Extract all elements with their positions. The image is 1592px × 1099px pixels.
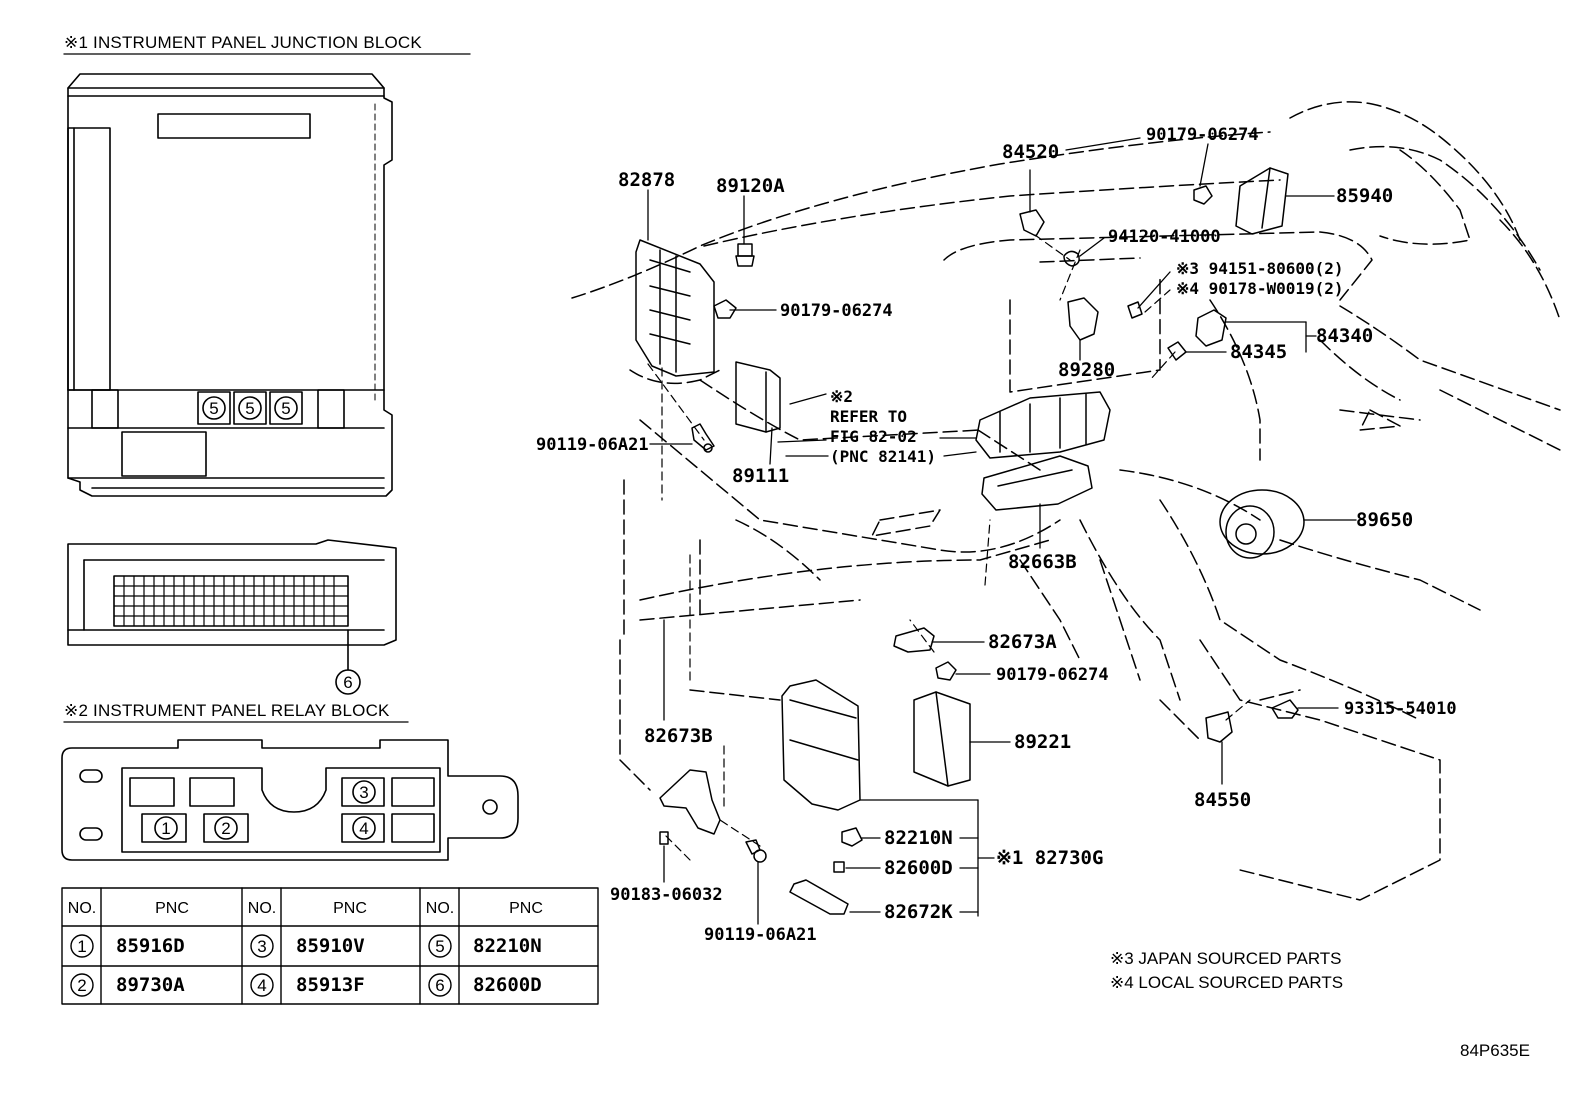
table-header-pnc-c: PNC: [509, 900, 543, 917]
label-89221: 89221: [1014, 731, 1071, 753]
label-94120-41000: 94120-41000: [1108, 227, 1221, 247]
table-cell-no: 3: [257, 937, 266, 956]
label-89650: 89650: [1356, 509, 1413, 531]
ref-line-2: FIG 82-02: [830, 427, 917, 446]
label-82878: 82878: [618, 169, 675, 191]
table-header-pnc-b: PNC: [333, 900, 367, 917]
label-82673b: 82673B: [644, 725, 713, 747]
junction-block-connector: [67, 539, 397, 695]
label-82672k: 82672K: [884, 901, 953, 923]
junction-block-drawing: [67, 73, 393, 497]
guide-lines: [647, 234, 1251, 861]
label-90178-w0019: ※4 90178-W0019(2): [1176, 279, 1344, 298]
label-90183-06032: 90183-06032: [610, 885, 723, 905]
footnotes: ※3 JAPAN SOURCED PARTS ※4 LOCAL SOURCED …: [1110, 949, 1530, 1060]
badge-6: 6: [343, 673, 352, 692]
pnc-table-grid: [61, 887, 599, 1005]
ref-line-1: REFER TO: [830, 407, 907, 426]
junction-block-heading: ※1 INSTRUMENT PANEL JUNCTION BLOCK: [63, 33, 471, 55]
label-89120a: 89120A: [716, 175, 785, 197]
relay-block-title: ※2 INSTRUMENT PANEL RELAY BLOCK: [64, 701, 390, 720]
table-cell-no: 1: [77, 937, 86, 956]
label-94151-80600: ※3 94151-80600(2): [1176, 259, 1344, 278]
leader-lines: [647, 137, 1357, 925]
table-cell-pnc: 82210N: [473, 935, 542, 957]
table-cell-pnc: 82600D: [473, 974, 542, 996]
label-82210n: 82210N: [884, 827, 953, 849]
table-cell-no: 2: [77, 976, 86, 995]
table-cell-pnc: 85913F: [296, 974, 365, 996]
label-90179-06274-top: 90179-06274: [1146, 125, 1259, 145]
table-cell-pnc: 85910V: [296, 935, 365, 957]
label-82600d: 82600D: [884, 857, 953, 879]
label-90119-06a21-bottom: 90119-06A21: [704, 925, 817, 945]
table-header-no-a: NO.: [68, 900, 96, 917]
label-82663b: 82663B: [1008, 551, 1077, 573]
part-labels: 82878 89120A 84520 90179-06274 85940 941…: [536, 125, 1457, 945]
relay-block-drawing: [61, 739, 519, 861]
table-cell-no: 6: [435, 976, 444, 995]
badge-5b: 5: [245, 399, 254, 418]
label-90179-06274-low: 90179-06274: [996, 665, 1109, 685]
table-cell-no: 4: [257, 976, 266, 995]
badge-5a: 5: [209, 399, 218, 418]
label-84520: 84520: [1002, 141, 1059, 163]
badge-2: 2: [221, 819, 230, 838]
label-84550: 84550: [1194, 789, 1251, 811]
label-85940: 85940: [1336, 185, 1393, 207]
badge-3: 3: [359, 783, 368, 802]
table-header-pnc-a: PNC: [155, 900, 189, 917]
ref-mark: ※2: [830, 387, 853, 406]
part-shapes: [635, 167, 1305, 915]
label-90119-06a21-left: 90119-06A21: [536, 435, 649, 455]
label-89111: 89111: [732, 465, 789, 487]
label-89280: 89280: [1058, 359, 1115, 381]
label-82730g: ※1 82730G: [996, 847, 1103, 869]
ref-line-3: (PNC 82141): [830, 447, 936, 466]
label-90179-06274-mid: 90179-06274: [780, 301, 893, 321]
dashboard-outline: [571, 101, 1561, 901]
label-84345: 84345: [1230, 341, 1287, 363]
badge-4: 4: [359, 819, 368, 838]
label-84340: 84340: [1316, 325, 1373, 347]
badge-1: 1: [161, 819, 170, 838]
junction-block-title: ※1 INSTRUMENT PANEL JUNCTION BLOCK: [64, 33, 422, 52]
relay-block-heading: ※2 INSTRUMENT PANEL RELAY BLOCK: [63, 701, 409, 723]
table-header-no-c: NO.: [426, 900, 454, 917]
diagram-code: 84P635E: [1460, 1041, 1530, 1060]
table-header-no-b: NO.: [248, 900, 276, 917]
label-82673a: 82673A: [988, 631, 1057, 653]
table-cell-no: 5: [435, 937, 444, 956]
pnc-table: NO. PNC NO. PNC NO. PNC 1 85916D 3 85910…: [68, 900, 543, 996]
table-cell-pnc: 85916D: [116, 935, 185, 957]
footnote-japan: ※3 JAPAN SOURCED PARTS: [1110, 949, 1342, 968]
table-cell-pnc: 89730A: [116, 974, 185, 996]
label-93315-54010: 93315-54010: [1344, 699, 1457, 719]
badge-5c: 5: [281, 399, 290, 418]
footnote-local: ※4 LOCAL SOURCED PARTS: [1110, 973, 1343, 992]
